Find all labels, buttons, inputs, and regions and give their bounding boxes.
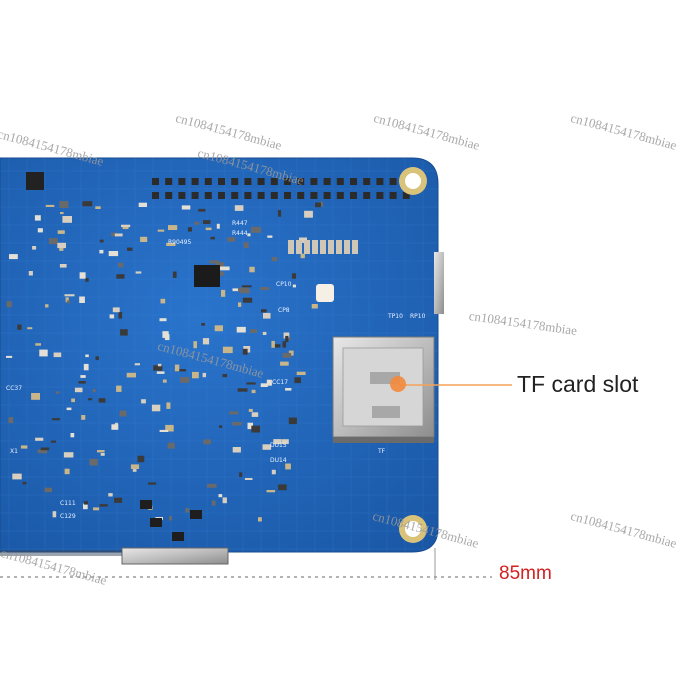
silkscreen-label: CP10: [276, 281, 292, 288]
silkscreen-label: CP8: [278, 307, 290, 314]
tf-card-slot: [332, 336, 435, 443]
silkscreen-label: DU15: [270, 442, 287, 449]
silkscreen-label: R444: [232, 230, 248, 237]
silkscreen-label: TP10: [387, 313, 403, 320]
dimension-label: 85mm: [499, 563, 552, 584]
silkscreen-label: C111: [60, 500, 76, 507]
smd-components: [6, 201, 358, 541]
mounting-hole-top: [399, 167, 427, 195]
silkscreen-label: C129: [60, 513, 76, 520]
silkscreen-label: RP10: [410, 313, 426, 320]
callout-dot: [390, 376, 406, 392]
silkscreen-label: DU14: [270, 457, 287, 464]
callout-label: TF card slot: [517, 371, 639, 397]
chip-pad: [316, 284, 334, 302]
silkscreen-label: CC17: [272, 379, 288, 386]
silkscreen-label: TF: [377, 448, 386, 455]
silkscreen-label: CC37: [6, 385, 22, 392]
silkscreen-label: R447: [232, 220, 248, 227]
usb-port: [121, 547, 229, 565]
silkscreen-label: R90495: [168, 239, 191, 246]
chip-small: [194, 265, 220, 287]
silkscreen-label: X1: [10, 448, 18, 455]
edge-connector: [434, 252, 444, 314]
chip-tiny: [26, 172, 44, 190]
board-bottom-shadow: [0, 550, 122, 556]
mounting-hole-bottom: [399, 515, 427, 543]
gpio-header: [152, 178, 410, 199]
